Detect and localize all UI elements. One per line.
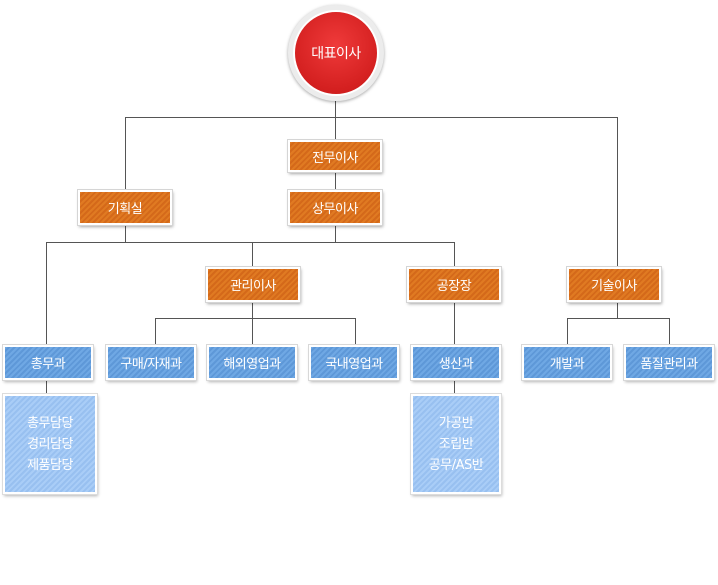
connector-tech-down <box>617 302 618 318</box>
connector-general-affairs-teams <box>46 380 47 396</box>
ceo-label: 대표이사 <box>293 10 379 96</box>
planning-office-node: 기획실 <box>78 190 172 225</box>
connector-planning-down <box>125 225 126 243</box>
senior-md-node: 전무이사 <box>288 140 382 172</box>
overseas-sales-node: 해외영업과 <box>207 345 297 380</box>
connector-to-admin <box>252 242 253 269</box>
connector-to-development <box>567 318 568 347</box>
connector-to-domestic <box>355 318 356 347</box>
admin-director-node: 관리이사 <box>206 267 300 302</box>
managing-director-node: 상무이사 <box>288 190 382 225</box>
tech-director-node: 기술이사 <box>567 267 661 302</box>
general-affairs-node: 총무과 <box>3 345 93 380</box>
plant-manager-node: 공장장 <box>407 267 501 302</box>
connector-to-plant <box>454 242 455 269</box>
development-node: 개발과 <box>522 345 612 380</box>
team-item: 제품담당 <box>27 457 73 473</box>
purchasing-node: 구매/자재과 <box>106 345 196 380</box>
ceo-node: 대표이사 <box>288 5 384 101</box>
connector-mid-bar <box>46 242 455 243</box>
connector-to-general-affairs <box>46 242 47 346</box>
connector-plant-down <box>454 302 455 347</box>
domestic-sales-node: 국내영업과 <box>309 345 399 380</box>
team-item: 총무담당 <box>27 415 73 431</box>
connector-to-tech <box>617 117 618 269</box>
connector-admin-bar <box>155 318 356 319</box>
team-item: 가공반 <box>438 415 474 431</box>
connector-top-bar <box>125 117 617 118</box>
production-teams-box: 가공반 조립반 공무/AS반 <box>411 394 501 494</box>
team-item: 조립반 <box>438 436 474 452</box>
production-node: 생산과 <box>411 345 501 380</box>
connector-admin-down <box>252 302 253 347</box>
connector-tech-bar <box>567 318 670 319</box>
connector-managing-down <box>335 225 336 243</box>
connector-to-planning <box>125 117 126 190</box>
connector-ceo-down <box>335 101 336 144</box>
connector-to-purchasing <box>155 318 156 347</box>
general-affairs-teams-box: 총무담당 경리담당 제품담당 <box>3 394 97 494</box>
connector-production-teams <box>454 380 455 396</box>
quality-control-node: 품질관리과 <box>624 345 714 380</box>
team-item: 공무/AS반 <box>428 457 484 473</box>
team-item: 경리담당 <box>27 436 73 452</box>
connector-to-quality <box>669 318 670 347</box>
connector-senior-to-managing <box>335 172 336 190</box>
